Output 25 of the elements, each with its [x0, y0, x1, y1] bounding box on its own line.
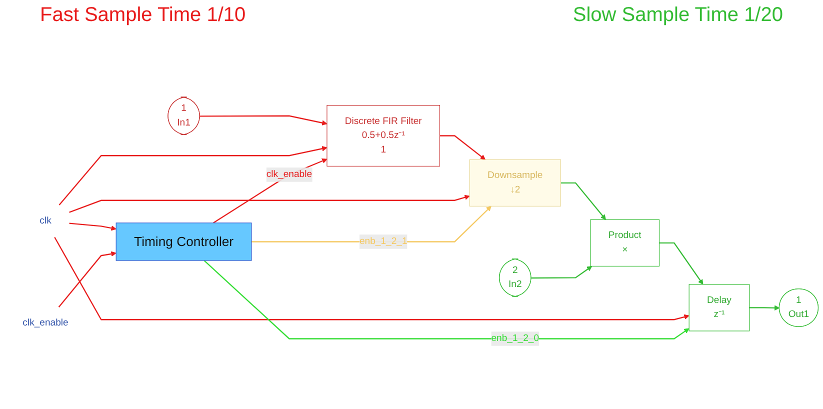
arrow — [58, 251, 116, 308]
arrow — [531, 266, 592, 279]
node-box: Timing Controller — [116, 222, 252, 261]
arrow — [213, 158, 328, 224]
arrow — [69, 222, 116, 231]
arrow — [58, 146, 328, 206]
node-box: Delay z⁻¹ — [688, 284, 750, 332]
edge-label: enb_1_2_0 — [491, 333, 540, 344]
arrow — [560, 182, 606, 220]
arrow — [54, 236, 690, 320]
section-heading: Fast Sample Time 1/10 — [40, 4, 246, 28]
section-heading: Slow Sample Time 1/20 — [572, 4, 783, 28]
arrow — [440, 135, 486, 160]
arrow — [200, 115, 328, 126]
node-text: clk_enable — [22, 318, 68, 328]
node-box: Downsample ↓2 — [469, 159, 561, 206]
arrow — [204, 260, 690, 340]
edge-label: clk_enable — [266, 169, 312, 180]
arrow — [659, 242, 704, 285]
arrow — [69, 194, 470, 213]
node-box: Discrete FIR Filter 0.5+0.5z⁻¹ 1 — [326, 105, 440, 166]
node-box: Product × — [590, 219, 660, 266]
node-text: clk — [40, 216, 52, 226]
arrow — [749, 305, 780, 311]
edge-label: enb_1_2_1 — [359, 236, 408, 246]
